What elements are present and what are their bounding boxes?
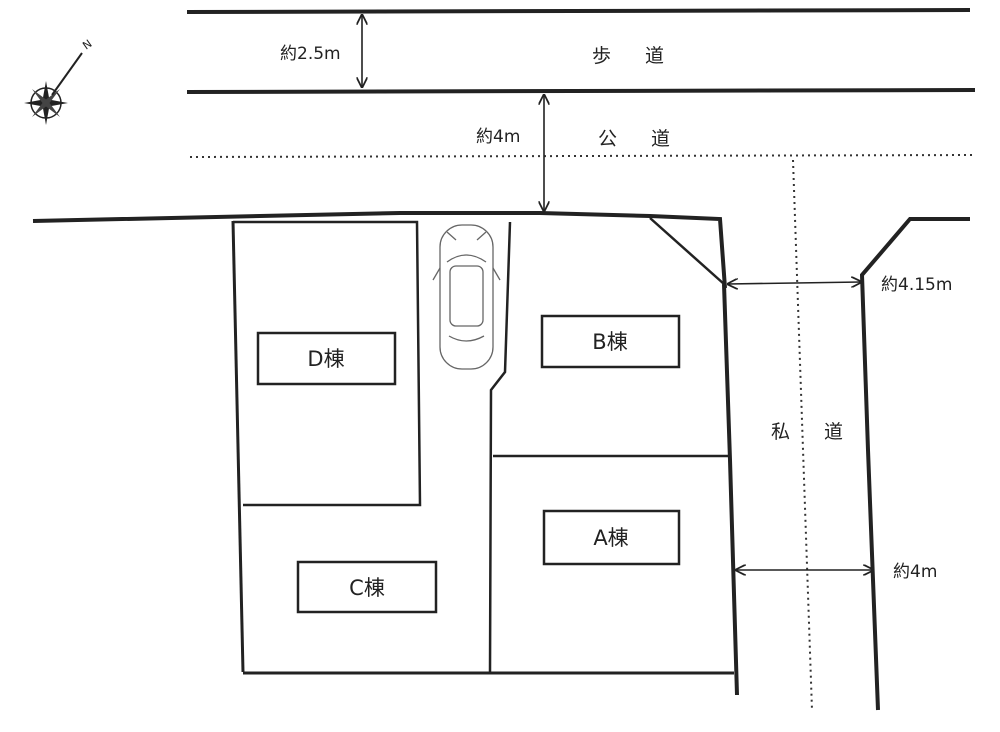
building-c-label: C棟 <box>349 576 385 600</box>
sidewalk-top-line <box>186 8 971 14</box>
compass-north-label: N <box>80 37 94 52</box>
private-road-width-top-label: 約4.15m <box>881 275 952 295</box>
private-road-width-bottom-label: 約4m <box>893 562 937 582</box>
building-a-label: A棟 <box>593 526 628 550</box>
sidewalk-bottom-line <box>186 88 976 94</box>
public-road-label: 公 道 <box>598 128 684 150</box>
building-d-box <box>256 331 397 386</box>
private-road-label: 私 道 <box>771 421 857 443</box>
site-boundary-front <box>32 211 727 289</box>
parked-car-icon <box>432 224 501 370</box>
public-road-width-label: 約4m <box>476 127 520 147</box>
building-a-box <box>542 509 681 566</box>
sidewalk-label: 歩 道 <box>592 45 678 67</box>
driveway-boundary <box>488 221 512 673</box>
building-d-label: D棟 <box>307 347 344 371</box>
lot-d-boundary <box>233 220 422 507</box>
private-road-east-edge <box>859 217 970 711</box>
private-road-width-top-arrow <box>728 282 861 284</box>
building-b-box <box>540 314 681 369</box>
lot-d-outline <box>231 220 245 673</box>
private-road-centerline <box>792 159 813 711</box>
site-boundary-east <box>722 283 739 696</box>
public-road-centerline <box>189 154 976 158</box>
building-c-box <box>296 560 438 614</box>
compass-icon <box>24 52 83 125</box>
building-b-label: B棟 <box>592 330 627 354</box>
sidewalk-width-label: 約2.5m <box>280 44 341 64</box>
corner-chamfer-line <box>649 217 725 285</box>
